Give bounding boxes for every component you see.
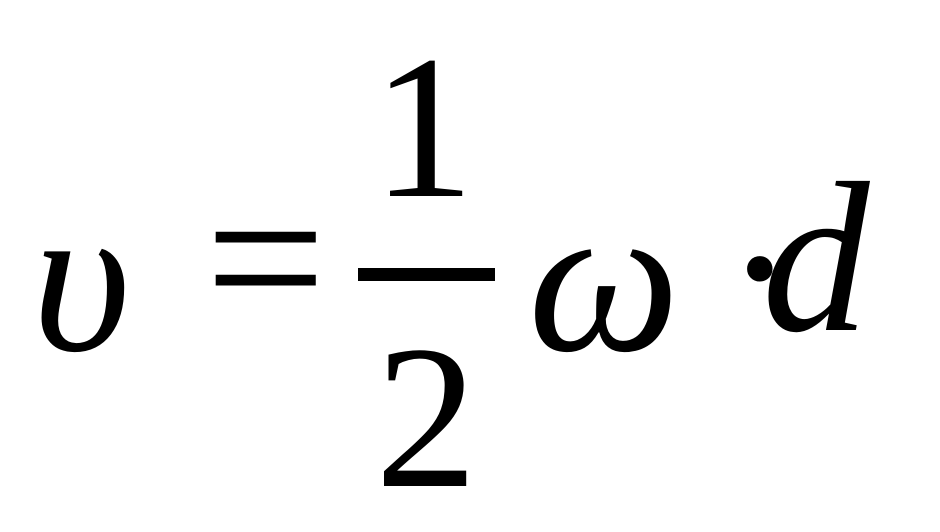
multiplication-dot: · <box>724 148 796 387</box>
fraction-numerator: 1 <box>372 14 475 241</box>
upsilon-variable: υ <box>32 158 131 397</box>
omega-variable: ω <box>528 158 680 397</box>
fraction-bar <box>358 268 495 281</box>
d-variable: d <box>762 138 870 377</box>
equals-sign: = <box>205 138 327 377</box>
fraction-denominator: 2 <box>375 304 478 531</box>
